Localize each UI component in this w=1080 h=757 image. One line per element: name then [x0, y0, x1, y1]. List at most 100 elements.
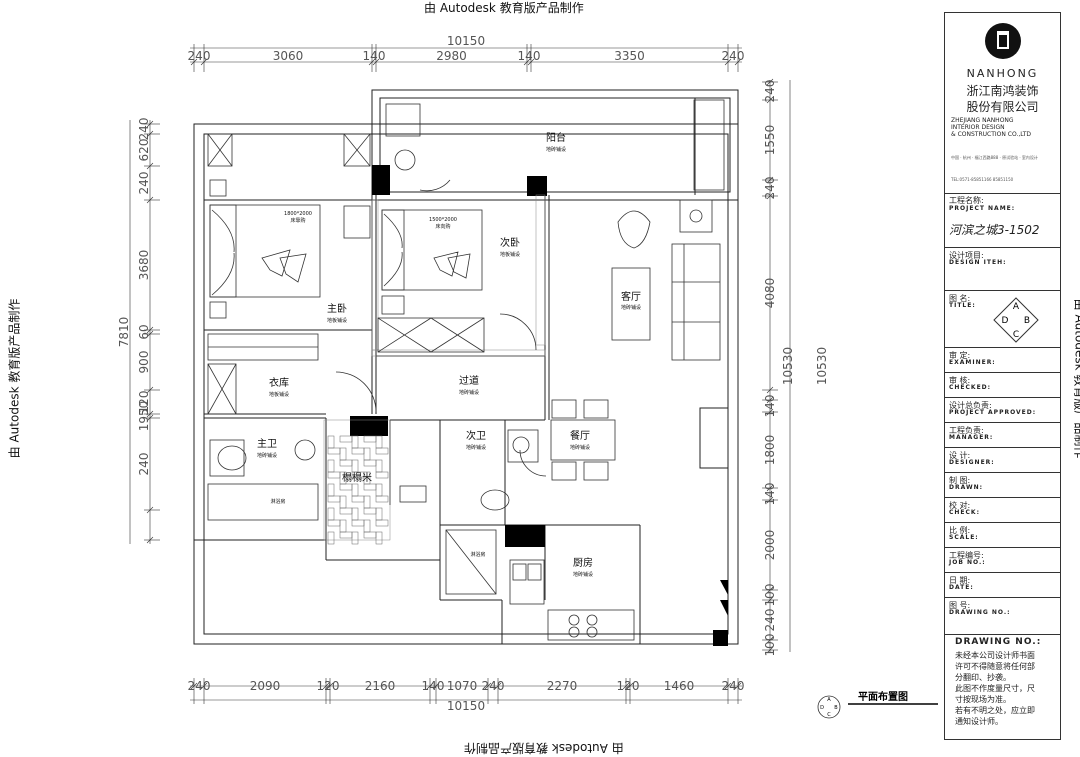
title-field-label-cn: 校 对:: [949, 501, 971, 510]
dimension-line: [766, 484, 774, 492]
bed1-direction: 床靠购: [290, 217, 305, 224]
tatami-tile: [327, 447, 341, 455]
title-field-label-en: DESIGNER:: [949, 459, 995, 466]
tatami-tile: [375, 495, 389, 503]
dimension-line: [523, 58, 531, 66]
title-field-label-en: PROJECT APPROVED:: [949, 409, 1037, 416]
finish-living-room: 地砖铺设: [621, 304, 641, 311]
structural-columns: [350, 165, 728, 646]
dimension-label: 2090: [250, 679, 281, 693]
dimension-label: 10530: [781, 347, 795, 385]
dimension-line: [146, 326, 154, 334]
title-field-label-en: EXAMINER:: [949, 359, 996, 366]
tatami-tile: [375, 435, 383, 449]
company-contact-1: 中国 · 杭州 · 福江西路888 · 原试验站 · 室内设计: [951, 155, 1038, 160]
tatami-tile: [363, 483, 377, 491]
note-line: 此图不作度量尺寸，尺: [955, 684, 1035, 693]
label-corridor: 过道: [459, 374, 479, 387]
label-wardrobe: 衣库: [269, 376, 289, 389]
dimension-label: 10150: [447, 699, 485, 713]
dimension-label: 10530: [815, 347, 829, 385]
company-name-en: NANHONG: [966, 67, 1039, 80]
tatami-tile: [375, 459, 383, 473]
furniture: [207, 99, 725, 641]
tatami-tile: [375, 507, 383, 521]
title-field-label-cn: 设计项目:: [949, 251, 984, 260]
tatami-tile: [351, 447, 365, 455]
watermark-top: 由 Autodesk 教育版产品制作: [424, 1, 584, 15]
tatami-tile: [339, 435, 353, 443]
balcony-inner: [379, 97, 731, 193]
finish-corridor: 地砖铺设: [459, 389, 479, 396]
label-dining: 餐厅: [570, 429, 590, 442]
dimension-label: 120: [317, 679, 340, 693]
dimension-line: [766, 646, 774, 654]
dimension-label: 60: [137, 324, 151, 339]
company-name-en-full-2: INTERIOR DESIGN: [951, 124, 1005, 131]
dimension-line: [146, 386, 154, 394]
tatami-tile: [339, 447, 347, 461]
title-field-label-en: JOB NO.:: [949, 559, 986, 566]
title-field-label-en: PROJECT NAME:: [949, 205, 1016, 212]
dimension-line: [484, 682, 492, 690]
dimension-label: 2980: [436, 49, 467, 63]
dimension-line: [146, 162, 154, 170]
tatami-tile: [327, 435, 335, 449]
title-field-label-en: DRAWN:: [949, 484, 984, 491]
dimension-line: [766, 192, 774, 200]
title-field-label-en: MANAGER:: [949, 434, 994, 441]
dimension-label: 240: [763, 80, 777, 103]
dimension-label: 3680: [137, 250, 151, 281]
dimension-label: 4080: [763, 278, 777, 309]
tatami-tile: [351, 483, 359, 497]
note-line: 寸按现场为准。: [955, 695, 1011, 704]
title-field-label-cn: 日 期:: [949, 576, 971, 585]
door-swing: [335, 371, 377, 413]
title-compass-letter: B: [1024, 316, 1030, 326]
hatch-bands: [323, 194, 546, 541]
tatami-tile: [339, 531, 353, 539]
finish-master-bedroom: 地板铺设: [327, 317, 347, 324]
tatami-tile: [327, 507, 335, 521]
dimension-line: [146, 410, 154, 418]
label-living-room: 客厅: [621, 290, 641, 303]
dimension-label: 240: [722, 49, 745, 63]
company-logo-block: NANHONG 浙江南鸿装饰 股份有限公司 ZHEJIANG NANHONG I…: [945, 13, 1060, 194]
dimension-label: 3350: [614, 49, 645, 63]
tatami-tile: [375, 519, 389, 527]
title-field-3: 审 定:EXAMINER:: [945, 348, 1060, 373]
tatami-tile: [339, 519, 347, 533]
note-line: 分翻印、抄袭。: [955, 673, 1011, 682]
tatami-tile: [351, 459, 359, 473]
compass-a: A: [827, 697, 831, 703]
title-field-label-cn: 设计总负责:: [949, 401, 992, 410]
door-swing: [499, 313, 537, 351]
label-master-bath: 主卫: [257, 438, 277, 450]
drawing-title: 平面布置图: [858, 690, 908, 703]
title-compass-letter: D: [1002, 316, 1009, 326]
dimension-label: 240: [188, 679, 211, 693]
label-kitchen: 厨房: [573, 556, 593, 569]
tatami-tile: [375, 531, 383, 545]
title-field-label-en: SCALE:: [949, 534, 979, 541]
title-field-1: 设计项目:DESIGN ITEH:: [945, 248, 1060, 291]
inner-wall: [203, 133, 729, 635]
note-line: 未经本公司设计师书面: [955, 651, 1035, 660]
dimension-line: [426, 682, 434, 690]
tatami-tile: [351, 507, 359, 521]
watermark-right: 由 Autodesk 教育版产品制作: [1072, 299, 1080, 459]
dimension-line: [146, 330, 154, 338]
dimension-label: 240: [482, 679, 505, 693]
tatami-tile: [339, 459, 353, 467]
dimension-line: [766, 596, 774, 604]
title-field-label-cn: 工程名称:: [949, 196, 984, 205]
shower-label-2: 淋浴房: [470, 551, 485, 558]
room-labels: 阳台 地砖铺设 主卧 地板铺设 次卧 地板铺设 客厅 地砖铺设 衣库 地板铺设 …: [257, 131, 641, 578]
title-block-panel: NANHONG 浙江南鸿装饰 股份有限公司 ZHEJIANG NANHONG I…: [944, 12, 1061, 740]
kitchen-counter: [547, 609, 635, 641]
dimension-line: [326, 682, 334, 690]
title-field-4: 审 核:CHECKED:: [945, 373, 1060, 398]
